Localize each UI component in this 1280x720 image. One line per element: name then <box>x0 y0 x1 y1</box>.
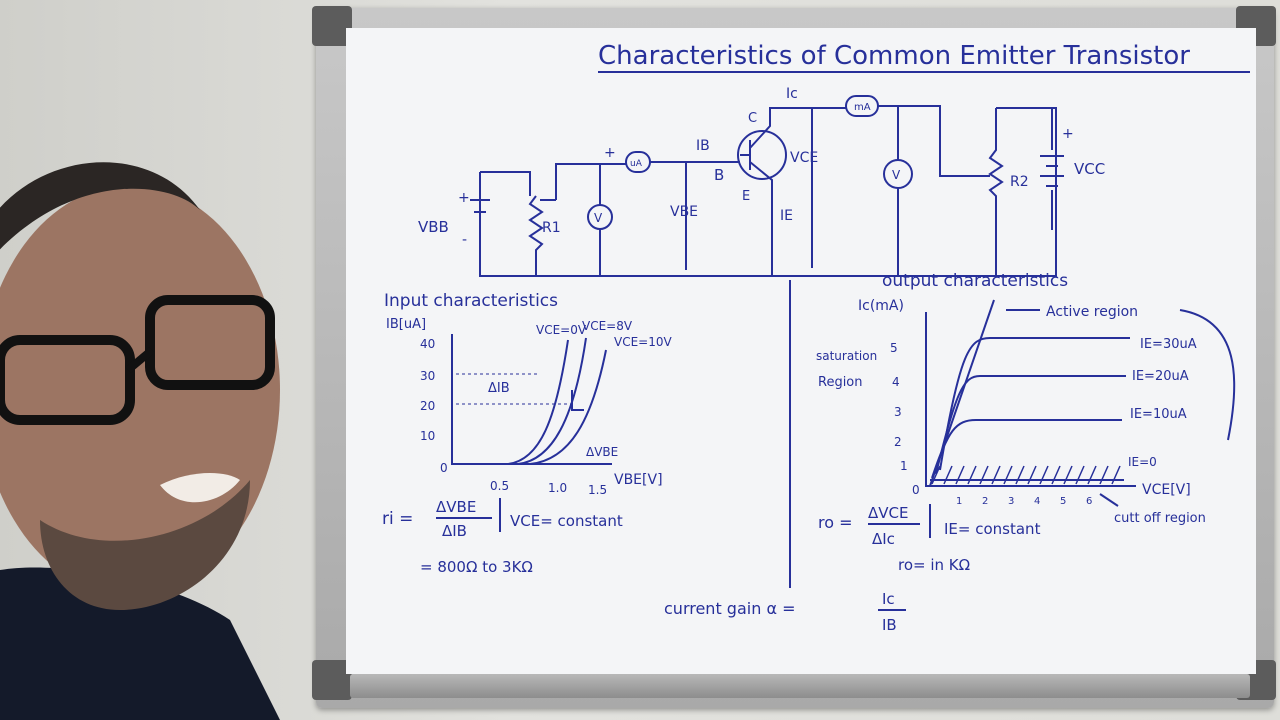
label-r2: R2 <box>1010 174 1029 190</box>
ro-fraction-bar <box>868 504 931 538</box>
label-plus: + <box>458 190 470 206</box>
output-graph <box>925 299 1236 507</box>
output-xlabel: VCE[V] <box>1142 482 1191 498</box>
glasses-right-lens <box>145 295 275 390</box>
glasses-bridge <box>125 346 155 374</box>
label-r1: R1 <box>542 220 561 236</box>
input-xtick: 1.0 <box>548 481 567 495</box>
saturation-label: saturation <box>816 349 877 363</box>
output-ytick: 4 <box>892 375 900 389</box>
input-heading: Input characteristics <box>384 291 558 311</box>
label-vce: VCE <box>790 150 818 166</box>
presenter <box>0 162 280 720</box>
gain-num: Ic <box>882 590 895 608</box>
input-graph <box>451 334 612 465</box>
label-c: C <box>748 111 757 126</box>
presenter-shirt <box>0 567 280 720</box>
input-ytick: 30 <box>420 369 435 383</box>
output-curve-label: IE=0 <box>1128 455 1157 469</box>
label-ma: mA <box>854 102 871 113</box>
output-xtick: 1 <box>956 496 962 507</box>
label-e: E <box>742 189 750 204</box>
output-curve-label: IE=30uA <box>1140 337 1197 352</box>
gain-label: current gain α = <box>664 599 795 618</box>
label-ie: IE <box>780 208 793 224</box>
battery-vcc <box>1040 108 1064 230</box>
whiteboard-surface <box>346 28 1256 674</box>
label-plus: + <box>1062 126 1074 142</box>
output-ytick: 3 <box>894 405 902 419</box>
output-heading: output characteristics <box>882 271 1068 291</box>
ri-fraction-bar <box>436 498 501 532</box>
gain-den: IB <box>882 616 897 634</box>
output-xtick: 4 <box>1034 496 1040 507</box>
input-xlabel: VBE[V] <box>614 472 663 488</box>
presenter-beard <box>40 480 250 610</box>
ro-formula-lhs: ro = <box>818 513 853 532</box>
label-minus: - <box>462 232 467 248</box>
glasses-left-lens <box>0 335 135 425</box>
resistor-r1 <box>528 195 544 276</box>
frame-corner <box>312 660 352 700</box>
ro-formula-cond: IE= constant <box>944 520 1041 538</box>
cutoff-region-label: cutt off region <box>1114 511 1206 526</box>
input-delta-vbe: ΔVBE <box>586 445 618 459</box>
saturation-region-label: Region <box>818 375 863 390</box>
label-ic: Ic <box>786 86 798 102</box>
input-curve-label: VCE=0V <box>536 323 587 337</box>
output-xtick: 6 <box>1086 496 1092 507</box>
ce-circuit <box>470 95 1064 277</box>
board-title: Characteristics of Common Emitter Transi… <box>598 41 1190 71</box>
output-xtick: 3 <box>1008 496 1014 507</box>
label-v-meter: V <box>594 211 603 225</box>
ri-formula-num: ΔVBE <box>436 498 476 516</box>
frame-corner <box>312 6 352 46</box>
label-ib: IB <box>696 138 710 154</box>
battery-vbb <box>470 199 490 213</box>
input-xtick: 0.5 <box>490 479 509 493</box>
ro-formula-den: ΔIc <box>872 530 895 548</box>
ri-formula-result: = 800Ω to 3KΩ <box>420 558 533 576</box>
label-ua: uA <box>630 159 643 169</box>
label-vbe: VBE <box>670 204 698 220</box>
output-curve-label: IE=10uA <box>1130 407 1187 422</box>
label-vbb: VBB <box>418 218 449 236</box>
input-xtick: 1.5 <box>588 483 607 497</box>
output-ytick: 2 <box>894 435 902 449</box>
ri-formula-den: ΔIB <box>442 522 467 540</box>
label-v-meter: V <box>892 168 901 182</box>
input-ylabel: IB[uA] <box>386 317 426 332</box>
output-curve-label: IE=20uA <box>1132 369 1189 384</box>
label-b: B <box>714 166 724 184</box>
output-ytick: 5 <box>890 341 898 355</box>
output-ytick: 1 <box>900 459 908 473</box>
transistor-symbol <box>737 130 787 180</box>
ro-formula-result: ro= in KΩ <box>898 556 970 574</box>
input-delta-ib: ΔIB <box>488 381 510 396</box>
input-ytick: 10 <box>420 429 435 443</box>
active-region-label: Active region <box>1046 304 1138 320</box>
output-ylabel: Ic(mA) <box>858 298 904 314</box>
input-curve-label: VCE=10V <box>614 335 672 349</box>
marker-tray <box>350 674 1250 698</box>
input-ytick: 0 <box>440 461 448 475</box>
input-curve-label: VCE=8V <box>582 319 633 333</box>
output-xtick: 5 <box>1060 496 1066 507</box>
ro-formula-num: ΔVCE <box>868 504 908 522</box>
label-vcc: VCC <box>1074 160 1105 178</box>
input-ytick: 40 <box>420 337 435 351</box>
resistor-r2 <box>988 108 1004 276</box>
output-ytick: 0 <box>912 483 920 497</box>
label-plus: + <box>604 145 616 161</box>
presenter-hair <box>0 162 200 250</box>
ri-formula-cond: VCE= constant <box>510 512 623 530</box>
output-xtick: 2 <box>982 496 988 507</box>
ri-formula-lhs: ri = <box>382 509 413 529</box>
input-ytick: 20 <box>420 399 435 413</box>
presenter-mouth <box>160 473 240 503</box>
